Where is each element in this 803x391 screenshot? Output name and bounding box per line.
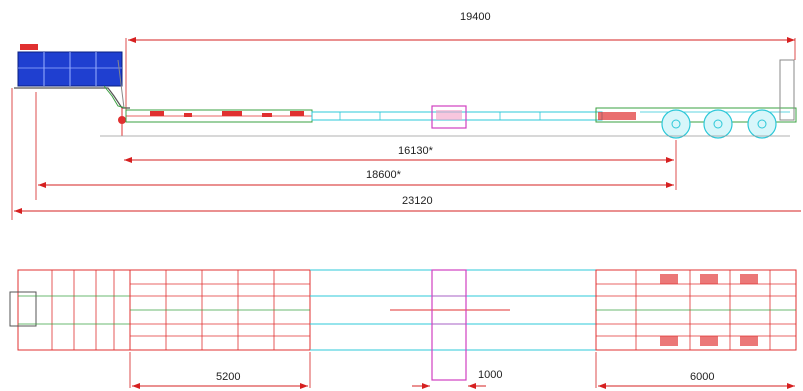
deck-extension (311, 105, 603, 129)
side-view: 19400 (11, 11, 801, 220)
dim-kingpin-to-axle: 16130* (124, 140, 677, 190)
gooseneck (14, 44, 130, 136)
dim-front-to-axle-label: 18600* (366, 169, 402, 181)
dim-rear-deck-label: 6000 (690, 371, 714, 383)
dim-rear-deck: 6000 (595, 352, 795, 389)
extension-module (431, 269, 467, 381)
dim-overall-deck: 19400 (125, 11, 796, 120)
dim-front-deck-label: 5200 (216, 371, 240, 383)
wheel-3 (747, 109, 777, 139)
top-view: 5200 1000 6000 (9, 269, 797, 389)
dim-extension-label: 1000 (478, 369, 502, 381)
wheel-1 (661, 109, 691, 139)
dim-overall-deck-label: 19400 (460, 11, 491, 23)
deck-front (125, 109, 313, 123)
dim-overall-length-label: 23120 (402, 195, 433, 207)
dim-kingpin-to-axle-label: 16130* (398, 145, 434, 157)
dim-front-deck: 5200 (129, 352, 311, 389)
dim-extension: 1000 (412, 369, 502, 389)
dim-overall-length: 23120 (11, 88, 801, 220)
top-rear-deck (595, 269, 797, 351)
top-extension-beams (310, 269, 596, 381)
wheel-2 (703, 109, 733, 139)
dim-front-to-axle: 18600* (35, 92, 674, 200)
top-front-deck (9, 269, 311, 351)
axle-group (661, 109, 777, 139)
